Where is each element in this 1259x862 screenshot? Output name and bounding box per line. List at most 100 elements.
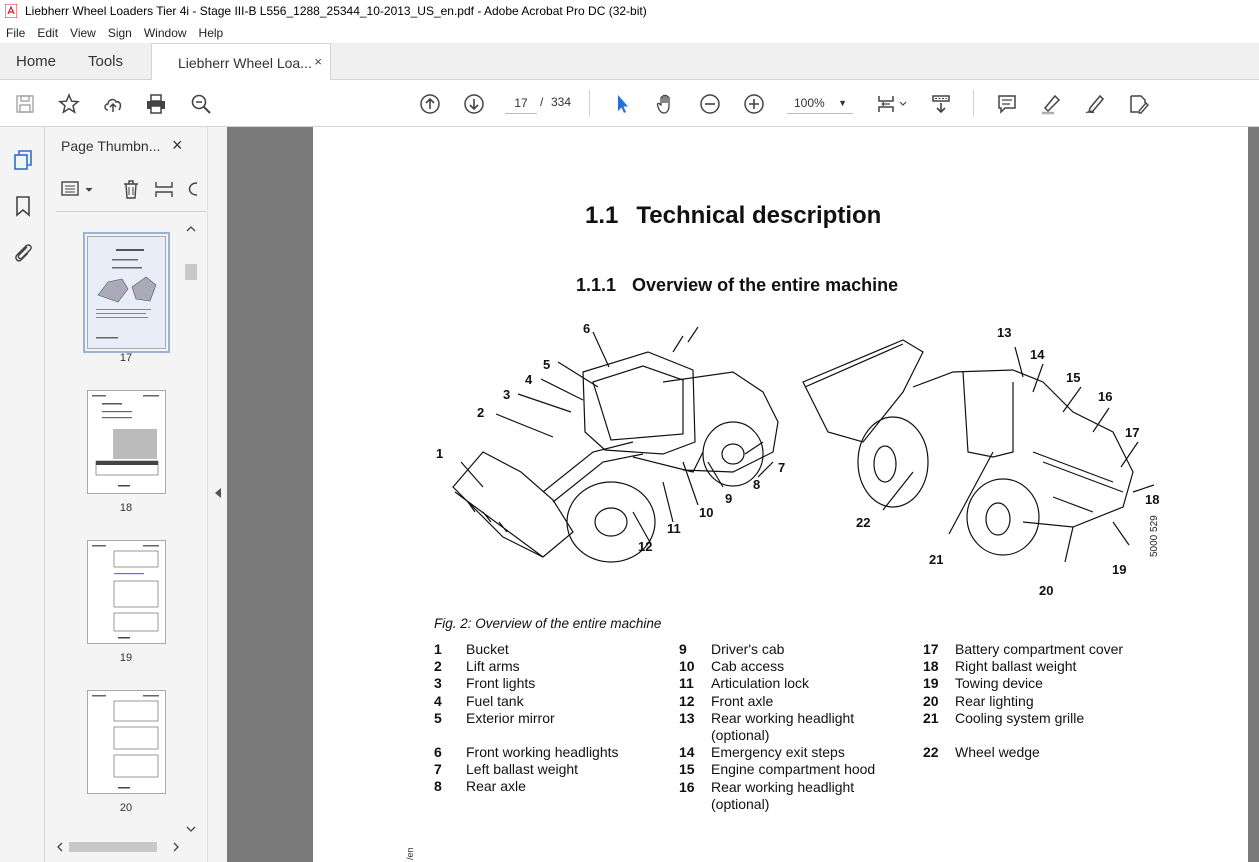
title-bar: Liebherr Wheel Loaders Tier 4i - Stage I…: [0, 0, 1259, 22]
rotate-page-icon[interactable]: [185, 179, 199, 199]
bucket-drawing: [452, 451, 574, 558]
delete-page-icon[interactable]: [121, 179, 141, 199]
tab-tools[interactable]: Tools: [88, 53, 124, 70]
hand-tool-icon[interactable]: [653, 91, 679, 117]
callout-label: 5: [543, 357, 550, 372]
bookmark-icon[interactable]: [10, 193, 36, 219]
front-wheel-drawing: [566, 481, 656, 563]
page-separator: /: [540, 95, 544, 109]
tab-document[interactable]: Liebherr Wheel Loa... ×: [151, 43, 331, 81]
page-side-mark: /en: [405, 847, 415, 860]
callout-label: 14: [1030, 347, 1045, 362]
menu-edit[interactable]: Edit: [37, 25, 59, 40]
thumbnail-preview: [92, 395, 159, 487]
figure-id: 5000 529: [1149, 515, 1160, 557]
previous-page-icon[interactable]: [417, 91, 443, 117]
zoom-in-icon[interactable]: [741, 91, 767, 117]
thumbnail-hscrollbar[interactable]: [55, 838, 185, 856]
rear-wheel-drawing: [702, 421, 764, 487]
zoom-search-icon[interactable]: [188, 91, 214, 117]
thumbnail-scrollbar[interactable]: [181, 220, 203, 838]
upload-cloud-icon[interactable]: [100, 91, 126, 117]
select-cursor-icon[interactable]: [609, 91, 635, 117]
toolbar-divider: [973, 90, 974, 117]
menu-bar: File Edit View Sign Window Help: [0, 22, 1259, 43]
navigation-rail: [0, 127, 45, 862]
attachment-icon[interactable]: [10, 239, 36, 265]
thumbnail-page-20[interactable]: [87, 690, 166, 794]
panel-collapse-strip[interactable]: [207, 127, 227, 862]
page-number-input[interactable]: 17: [505, 92, 537, 114]
callout-label: 11: [667, 521, 681, 536]
callout-label: 18: [1145, 492, 1159, 507]
star-icon[interactable]: [56, 91, 82, 117]
menu-view[interactable]: View: [70, 25, 96, 40]
tab-home[interactable]: Home: [16, 53, 57, 70]
thumbnail-preview: [92, 695, 159, 789]
collapse-arrow-icon[interactable]: [213, 487, 223, 499]
subsection-number: 1.1.1: [576, 275, 617, 295]
callout-label: 7: [778, 460, 785, 475]
section-number: 1.1: [585, 202, 619, 229]
comment-icon[interactable]: [994, 91, 1020, 117]
figure-caption: Fig. 2: Overview of the entire machine: [434, 616, 662, 631]
page-total: 334: [551, 95, 572, 109]
menu-window[interactable]: Window: [143, 25, 187, 40]
subsection-title: Overview of the entire machine: [632, 275, 899, 295]
panel-title: Page Thumbn...: [61, 138, 161, 154]
scrollbar-track: [57, 842, 179, 852]
zoom-level-select[interactable]: 100% ▼: [787, 92, 853, 114]
zoom-out-icon[interactable]: [697, 91, 723, 117]
edit-pdf-icon[interactable]: [1126, 91, 1152, 117]
callout-label: 4: [525, 372, 533, 387]
menu-help[interactable]: Help: [198, 25, 224, 40]
callout-label: 12: [638, 539, 652, 554]
highlight-pen-icon[interactable]: [1038, 91, 1064, 117]
menu-sign[interactable]: Sign: [107, 25, 132, 40]
callout-label: 13: [997, 325, 1011, 340]
callout-label: 6: [583, 322, 590, 336]
next-page-icon[interactable]: [461, 91, 487, 117]
page-thumbnails-icon[interactable]: [10, 147, 36, 173]
callout-label: 16: [1098, 389, 1112, 404]
print-icon[interactable]: [143, 91, 169, 117]
thumbnail-page-18[interactable]: [87, 390, 166, 494]
scroll-mode-icon[interactable]: [928, 91, 954, 117]
zoom-level-value: 100%: [794, 96, 825, 110]
menu-file[interactable]: File: [6, 25, 26, 40]
save-icon[interactable]: [12, 91, 38, 117]
window-title: Liebherr Wheel Loaders Tier 4i - Stage I…: [25, 4, 647, 18]
callout-label: 15: [1066, 370, 1080, 385]
tab-bar: Home Tools Liebherr Wheel Loa... ×: [0, 43, 1259, 81]
thumbnail-page-17[interactable]: [83, 232, 170, 353]
close-tab-icon[interactable]: ×: [314, 54, 322, 69]
insert-page-icon[interactable]: [154, 179, 174, 199]
callout-label: 19: [1112, 562, 1126, 577]
callout-label: 20: [1039, 583, 1053, 598]
callout-label: 22: [856, 515, 870, 530]
close-panel-icon[interactable]: ×: [172, 135, 183, 155]
thumbnail-page-19[interactable]: [87, 540, 166, 644]
draw-sign-icon[interactable]: [1082, 91, 1108, 117]
options-menu-icon[interactable]: [61, 180, 97, 198]
page-display-icon[interactable]: [874, 91, 910, 117]
